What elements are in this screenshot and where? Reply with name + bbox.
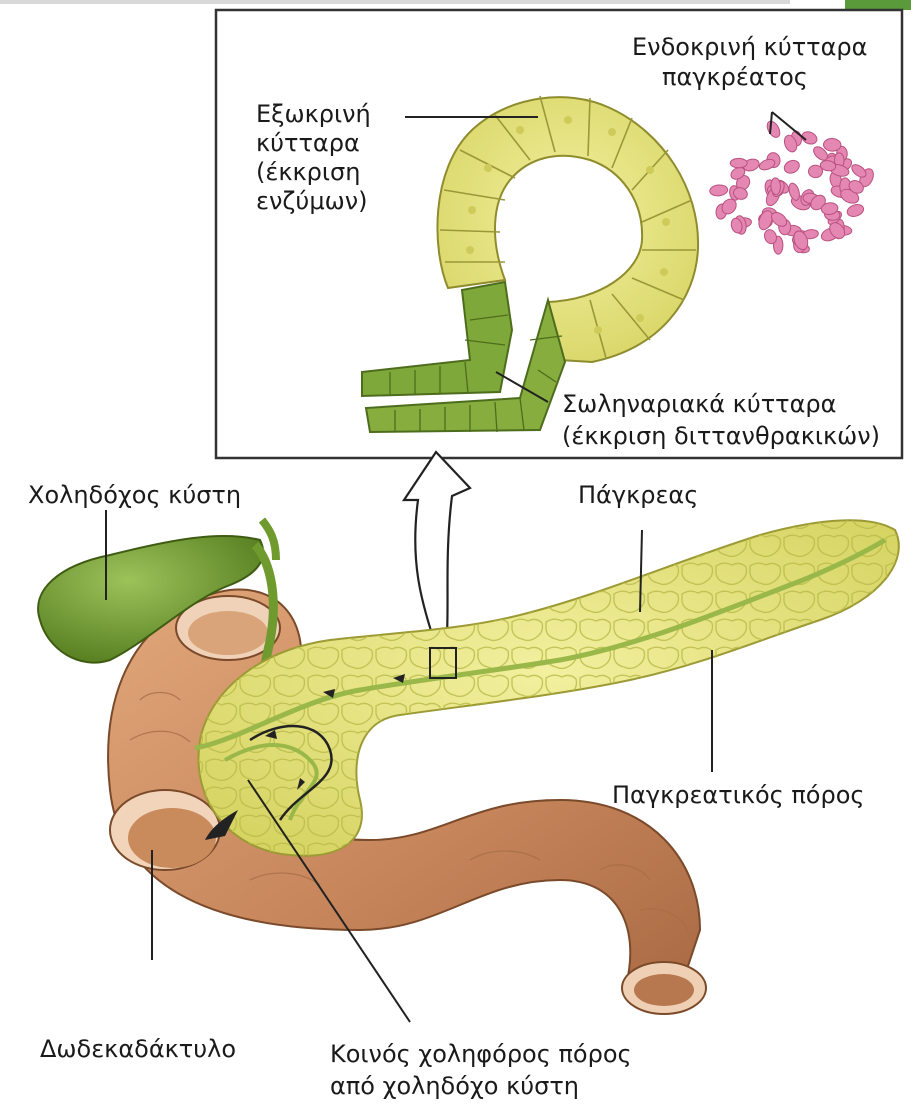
ductal-cells-label-line: (έκκριση διττανθρακικών) — [562, 420, 880, 452]
islet-cell — [730, 158, 747, 167]
exocrine-cells-label: Εξωκρινή κύτταρα (έκκριση ενζύμων) — [256, 100, 371, 216]
pancreas-label: Πάγκρεας — [578, 480, 698, 510]
exocrine-cells-label-line: Εξωκρινή — [256, 100, 371, 129]
ductal-cells-label: Σωληναριακά κύτταρα (έκκριση διττανθρακι… — [562, 388, 880, 452]
gallbladder-label: Χοληδόχος κύστη — [28, 480, 241, 510]
exocrine-cells-label-line: κύτταρα — [256, 129, 371, 158]
ductal-cells-label-line: Σωληναριακά κύτταρα — [562, 388, 880, 420]
pancreatic-duct-label: Παγκρεατικός πόρος — [612, 780, 865, 810]
islet-cell — [808, 165, 822, 178]
exocrine-cells-label-line: ενζύμων) — [256, 187, 371, 216]
islet-cell — [770, 178, 780, 195]
islet-cell — [823, 138, 841, 151]
common-bile-duct-label: Κοινός χοληφόρος πόρος από χοληδόχο κύστ… — [330, 1038, 632, 1102]
common-bile-duct-label-line: Κοινός χοληφόρος πόρος — [330, 1038, 632, 1070]
endocrine-cells-label-line: παγκρέατος — [632, 62, 868, 92]
endocrine-cells-label: Ενδοκρινή κύτταρα παγκρέατος — [632, 32, 868, 92]
exocrine-cells-label-line: (έκκριση — [256, 158, 371, 187]
duodenum-label: Δωδεκαδάκτυλο — [40, 1034, 236, 1064]
endocrine-cells-label-line: Ενδοκρινή κύτταρα — [632, 32, 868, 62]
common-bile-duct-label-line: από χοληδόχο κύστη — [330, 1070, 632, 1102]
magnify-arrow-icon — [404, 452, 470, 652]
